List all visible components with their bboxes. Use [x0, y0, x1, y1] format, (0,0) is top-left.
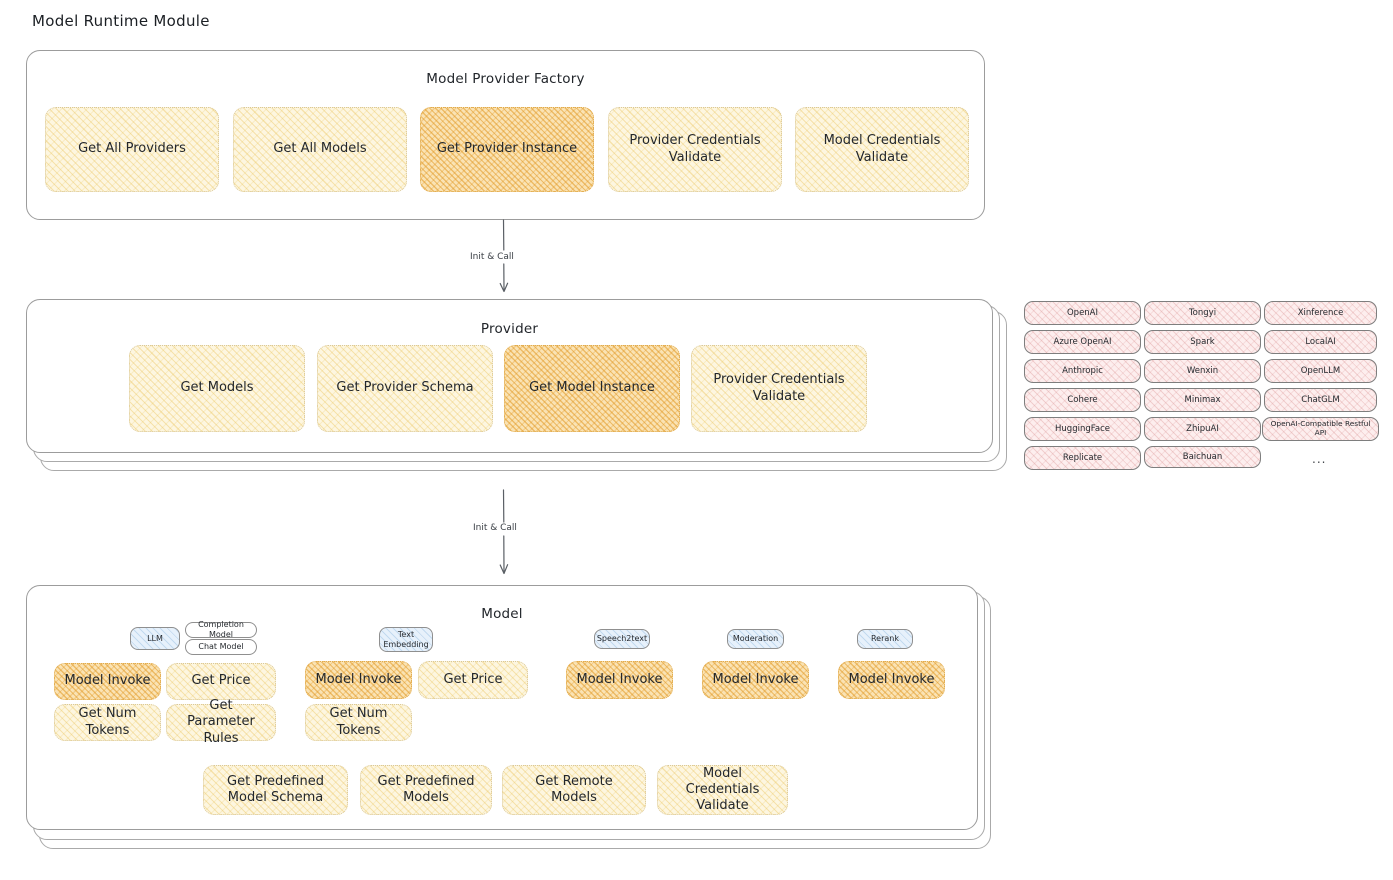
model-type-pill-rerank[interactable]: Rerank: [857, 629, 913, 649]
model-subtype-pill-chat-model[interactable]: Chat Model: [185, 639, 257, 655]
provider-pill-cohere[interactable]: Cohere: [1024, 388, 1141, 412]
provider-pill-chatglm[interactable]: ChatGLM: [1264, 388, 1377, 412]
model-method-llm-model-invoke[interactable]: Model Invoke: [54, 663, 161, 700]
provider-box-get-provider-schema[interactable]: Get Provider Schema: [317, 345, 493, 432]
provider-box-get-model-instance[interactable]: Get Model Instance: [504, 345, 680, 432]
model-method-llm-get-parameter-rules[interactable]: Get Parameter Rules: [166, 698, 276, 746]
model-method-text-embedding-get-price[interactable]: Get Price: [418, 661, 528, 699]
provider-pill-minimax[interactable]: Minimax: [1144, 388, 1261, 412]
model-common-get-predefined-models[interactable]: Get Predefined Models: [360, 765, 492, 815]
provider-pill-spark[interactable]: Spark: [1144, 330, 1261, 354]
factory-box-provider-credentials-validate[interactable]: Provider Credentials Validate: [608, 107, 782, 192]
provider-pill-baichuan[interactable]: Baichuan: [1144, 446, 1261, 468]
provider-pill-xinference[interactable]: Xinference: [1264, 301, 1377, 325]
model-type-pill-text-embedding[interactable]: Text Embedding: [379, 627, 433, 652]
model-method-moderation-model-invoke[interactable]: Model Invoke: [702, 661, 809, 699]
provider-box-get-models[interactable]: Get Models: [129, 345, 305, 432]
factory-box-get-all-providers[interactable]: Get All Providers: [45, 107, 219, 192]
provider-pill-openai-compatible-restful-api[interactable]: OpenAI-Compatible Restful API: [1262, 417, 1379, 441]
model-common-model-credentials-validate[interactable]: Model Credentials Validate: [657, 765, 788, 815]
model-type-pill-speech2text[interactable]: Speech2text: [594, 629, 650, 649]
provider-pill-localai[interactable]: LocalAI: [1264, 330, 1377, 354]
arrow-label-init-call-2: Init & Call: [473, 523, 517, 533]
provider-pill-anthropic[interactable]: Anthropic: [1024, 359, 1141, 383]
arrow-provider-to-model: [499, 489, 509, 575]
model-common-get-predefined-model-schema[interactable]: Get Predefined Model Schema: [203, 765, 348, 815]
model-subtype-pill-completion-model[interactable]: Completion Model: [185, 620, 257, 639]
model-title: Model: [481, 606, 523, 622]
model-type-pill-moderation[interactable]: Moderation: [727, 629, 784, 649]
factory-box-get-all-models[interactable]: Get All Models: [233, 107, 407, 192]
provider-pill-openai[interactable]: OpenAI: [1024, 301, 1141, 325]
provider-pill-huggingface[interactable]: HuggingFace: [1024, 417, 1141, 441]
factory-box-get-provider-instance[interactable]: Get Provider Instance: [420, 107, 594, 192]
model-method-text-embedding-get-num-tokens[interactable]: Get Num Tokens: [305, 704, 412, 741]
model-method-rerank-model-invoke[interactable]: Model Invoke: [838, 661, 945, 699]
model-type-pill-llm[interactable]: LLM: [130, 627, 180, 650]
model-method-llm-get-num-tokens[interactable]: Get Num Tokens: [54, 704, 161, 741]
provider-pill-zhipuai[interactable]: ZhipuAI: [1144, 417, 1261, 441]
provider-pill-azure-openai[interactable]: Azure OpenAI: [1024, 330, 1141, 354]
provider-title: Provider: [480, 321, 539, 337]
provider-pill-wenxin[interactable]: Wenxin: [1144, 359, 1261, 383]
provider-pill-openllm[interactable]: OpenLLM: [1264, 359, 1377, 383]
factory-box-model-credentials-validate[interactable]: Model Credentials Validate: [795, 107, 969, 192]
provider-pill-replicate[interactable]: Replicate: [1024, 446, 1141, 470]
model-method-llm-get-price[interactable]: Get Price: [166, 663, 276, 700]
arrow-factory-to-provider: [499, 219, 509, 293]
arrow-label-init-call-1: Init & Call: [470, 252, 514, 262]
model-common-get-remote-models[interactable]: Get Remote Models: [502, 765, 646, 815]
model-provider-factory-title: Model Provider Factory: [426, 71, 585, 87]
provider-pill-tongyi[interactable]: Tongyi: [1144, 301, 1261, 325]
model-method-speech2text-model-invoke[interactable]: Model Invoke: [566, 661, 673, 699]
provider-list-more-ellipsis: ...: [1312, 452, 1327, 466]
model-method-text-embedding-model-invoke[interactable]: Model Invoke: [305, 661, 412, 699]
page-title: Model Runtime Module: [32, 12, 210, 30]
provider-box-provider-credentials-validate[interactable]: Provider Credentials Validate: [691, 345, 867, 432]
